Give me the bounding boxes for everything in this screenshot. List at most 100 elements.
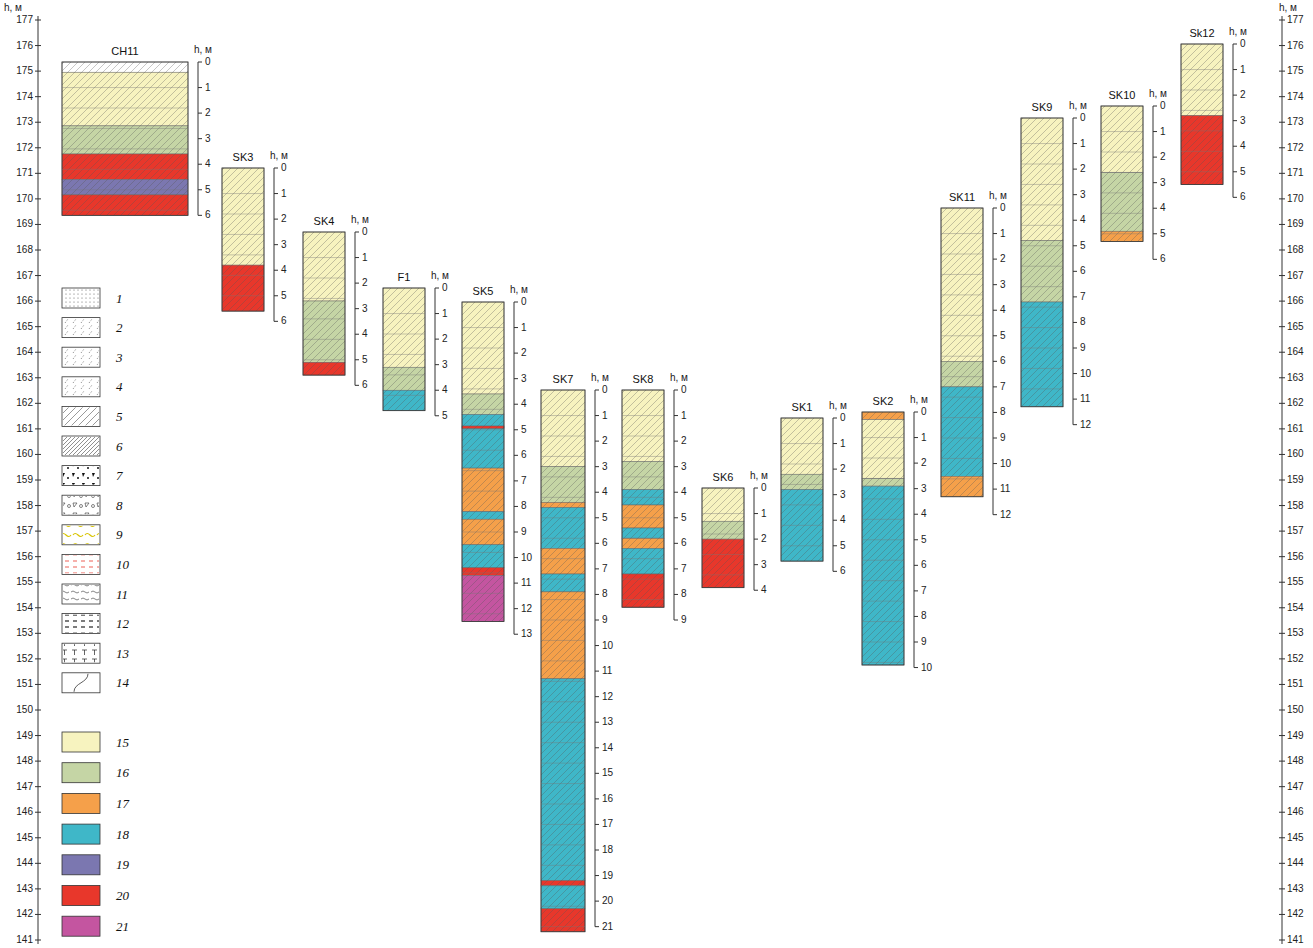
column-outline [1181, 44, 1223, 185]
borehole-column: SK1 [781, 418, 823, 561]
legend-number: 12 [116, 617, 129, 630]
depth-value: 4 [921, 509, 927, 519]
bed-line [541, 640, 585, 641]
depth-value: 0 [362, 227, 368, 237]
bed-line [1021, 225, 1063, 226]
bed-line [1021, 245, 1063, 246]
bed-line [1101, 233, 1143, 234]
depth-unit: h, м [1149, 89, 1167, 99]
depth-value: 20 [602, 896, 613, 906]
depth-unit: h, м [910, 395, 928, 405]
axis-tick [35, 45, 41, 46]
elevation-value: 175 [16, 66, 33, 76]
depth-value: 2 [205, 108, 211, 118]
legend-swatch [62, 855, 100, 875]
bed-line [383, 374, 425, 375]
depth-tick [1073, 296, 1077, 297]
axis-tick [1279, 480, 1285, 481]
axis-tick [1279, 403, 1285, 404]
depth-tick [595, 875, 599, 876]
depth-tick [595, 441, 599, 442]
legend-pattern [63, 407, 99, 425]
bed-line [1021, 204, 1063, 205]
elevation-value: 168 [16, 245, 33, 255]
bed-line [941, 315, 983, 316]
depth-value: 8 [1000, 407, 1006, 417]
depth-tick [1233, 95, 1237, 96]
axis-tick [35, 582, 41, 583]
elevation-value: 167 [1287, 271, 1304, 281]
depth-tick [595, 747, 599, 748]
bed-line [862, 478, 904, 479]
depth-tick [1233, 120, 1237, 121]
elevation-value: 176 [16, 41, 33, 51]
legend-number: 19 [116, 858, 129, 871]
depth-value: 21 [602, 922, 613, 932]
depth-unit: h, м [1069, 101, 1087, 111]
legend-swatch [62, 436, 100, 456]
column-title: SK5 [473, 286, 494, 297]
depth-tick [595, 466, 599, 467]
legend-number: 3 [116, 351, 123, 364]
axis-tick [35, 250, 41, 251]
elevation-value: 146 [1287, 807, 1304, 817]
axis-tick [35, 940, 41, 941]
borehole-column: SK4 [303, 232, 345, 375]
depth-tick [833, 418, 837, 419]
legend-swatch [62, 377, 100, 397]
elevation-value: 174 [1287, 92, 1304, 102]
elevation-value: 143 [1287, 884, 1304, 894]
legend-number: 16 [116, 766, 129, 779]
depth-value: 13 [521, 629, 532, 639]
bed-line [862, 437, 904, 438]
depth-value: 9 [681, 615, 687, 625]
lithology-hatch [1101, 106, 1143, 241]
lithology-hatch [62, 62, 188, 215]
axis-tick [35, 480, 41, 481]
depth-value: 4 [681, 487, 687, 497]
legend-swatch [62, 318, 100, 338]
depth-value: 10 [602, 641, 613, 651]
bed-line [541, 701, 585, 702]
column-title: SK3 [233, 152, 254, 163]
elevation-value: 165 [1287, 322, 1304, 332]
legend-swatch [62, 406, 100, 426]
axis-tick [35, 837, 41, 838]
depth-tick [1073, 399, 1077, 400]
column-title: SK10 [1109, 90, 1136, 101]
bed-line [541, 885, 585, 886]
depth-value: 6 [1240, 192, 1246, 202]
depth-value: 5 [205, 185, 211, 195]
depth-value: 2 [1080, 164, 1086, 174]
depth-value: 6 [921, 560, 927, 570]
bed-line [462, 491, 504, 492]
elevation-value: 155 [1287, 577, 1304, 587]
legend-number: 15 [116, 736, 129, 749]
axis-tick [35, 20, 41, 21]
axis-tick [35, 198, 41, 199]
axis-tick [1279, 96, 1285, 97]
depth-value: 2 [840, 464, 846, 474]
depth-value: 5 [1240, 167, 1246, 177]
axis-tick [1279, 633, 1285, 634]
depth-tick [993, 438, 997, 439]
depth-value: 4 [602, 487, 608, 497]
depth-tick [914, 616, 918, 617]
axis-tick [1279, 301, 1285, 302]
depth-value: 3 [362, 304, 368, 314]
depth-tick [274, 193, 278, 194]
depth-tick [1153, 182, 1157, 183]
depth-value: 0 [281, 163, 287, 173]
depth-tick [514, 302, 518, 303]
depth-tick [674, 492, 678, 493]
depth-value: 18 [602, 845, 613, 855]
depth-tick [514, 378, 518, 379]
depth-tick [754, 539, 758, 540]
depth-value: 6 [1000, 356, 1006, 366]
depth-tick [514, 532, 518, 533]
elevation-value: 168 [1287, 245, 1304, 255]
depth-value: 8 [921, 611, 927, 621]
bed-line [541, 763, 585, 764]
depth-tick [435, 288, 439, 289]
depth-tick [595, 594, 599, 595]
